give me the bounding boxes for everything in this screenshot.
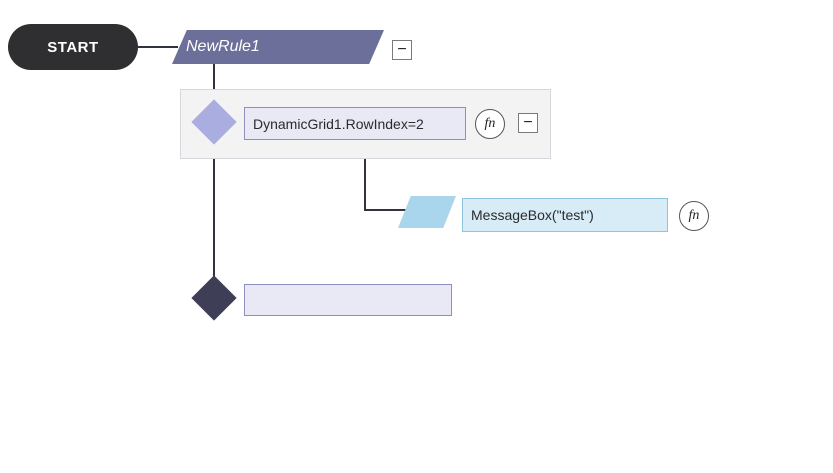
rule-collapse-button[interactable]: − [392,40,412,60]
condition-expression-field[interactable]: DynamicGrid1.RowIndex=2 [244,107,466,140]
condition-collapse-button[interactable]: − [518,113,538,133]
action-expression: MessageBox("test") [471,207,594,223]
rule-header[interactable]: NewRule1 [172,30,384,64]
start-label: START [47,38,99,56]
condition-fn-button[interactable]: fn [475,109,505,139]
minus-icon: − [397,41,407,58]
else-expression-field[interactable] [244,284,452,316]
action-fn-button[interactable]: fn [679,201,709,231]
fn-icon: fn [688,208,700,223]
minus-icon: − [523,114,533,131]
rule-name: NewRule1 [186,38,260,55]
condition-expression: DynamicGrid1.RowIndex=2 [253,115,424,132]
action-expression-field[interactable]: MessageBox("test") [462,198,668,232]
connector-branch-vertical [364,140,366,210]
connector-branch-horizontal [364,209,406,211]
start-node[interactable]: START [8,24,138,70]
fn-icon: fn [484,116,496,131]
connector-main-vertical [213,62,215,300]
else-diamond-icon[interactable] [191,275,237,321]
action-parallelogram-icon[interactable] [398,196,456,228]
connector-start-rule [138,46,178,48]
